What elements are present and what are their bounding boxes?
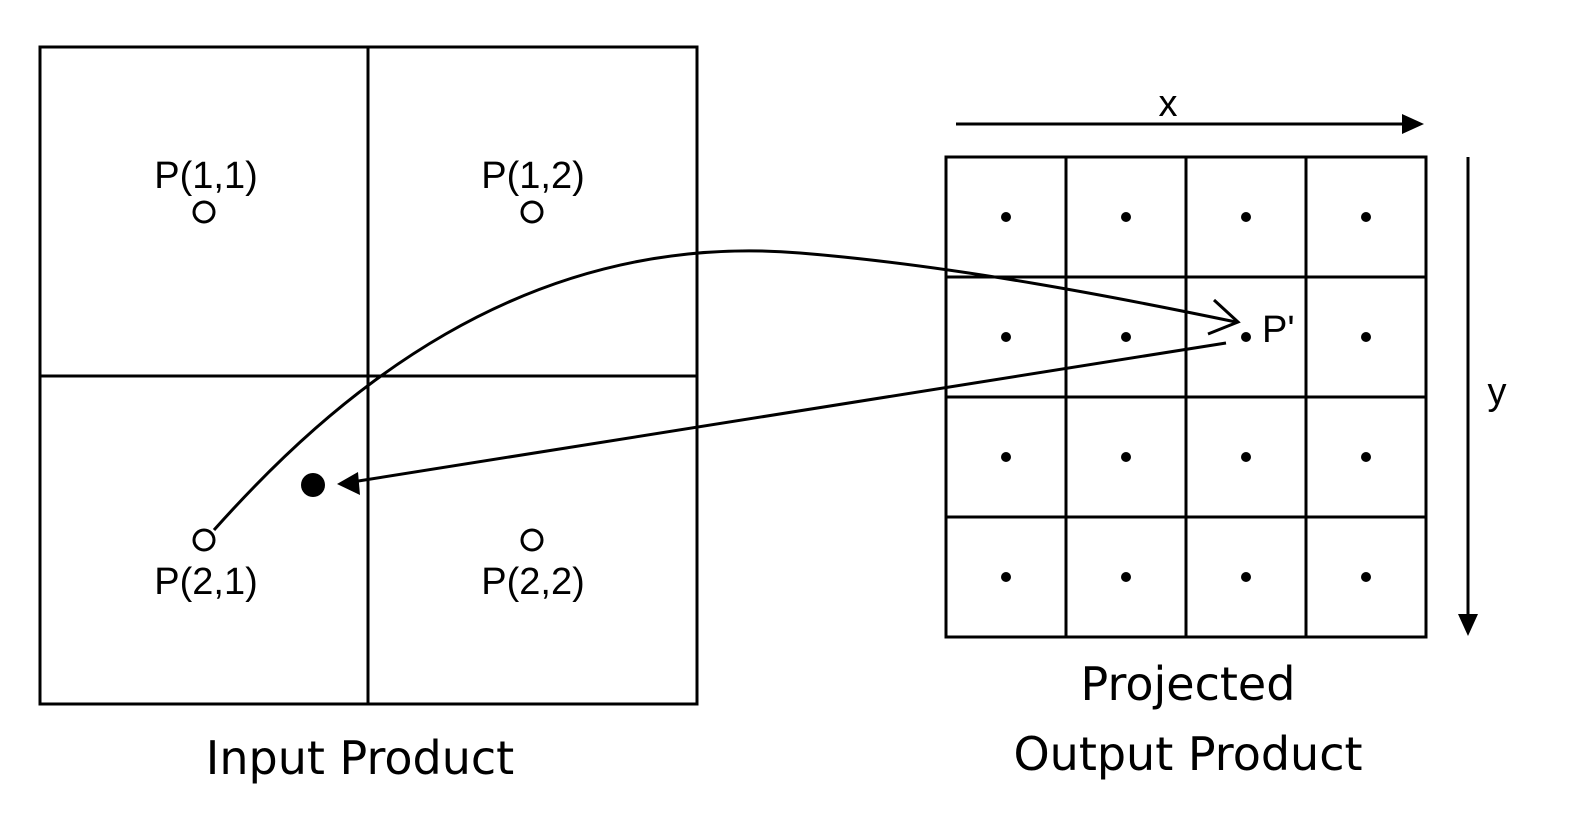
output-pixel-center-dot [1241,332,1251,342]
input-product: P(1,1) P(1,2) P(2,1) P(2,2) Input Produc… [38,45,699,785]
output-pixel-center-dot [1241,452,1251,462]
pixel-label-p11: P(1,1) [154,155,257,197]
output-pixel-center-dot [1241,572,1251,582]
output-pixel-center-dot [1121,572,1131,582]
output-product-caption-line1: Projected [1081,657,1296,711]
pixel-label-p12: P(1,2) [481,155,584,197]
back-projection-line [351,341,1227,484]
y-axis-arrowhead [1458,614,1478,636]
output-pixel-center-dot [1121,452,1131,462]
mapping-arrows [212,249,1241,531]
output-pixel-center-dot [1241,212,1251,222]
pixel-label-p22: P(2,2) [481,561,584,603]
output-product-caption-line2: Output Product [1013,727,1362,781]
pixel-label-p21: P(2,1) [154,561,257,603]
pixel-center-p21 [192,528,216,552]
input-product-caption: Input Product [206,731,514,785]
x-axis-arrowhead [1402,114,1424,134]
output-product: x y P' Projected Output Product [944,83,1507,781]
pixel-center-p11 [192,200,216,224]
output-grid-dots [1001,212,1371,582]
output-pixel-center-dot [1121,212,1131,222]
target-pixel-label: P' [1262,309,1295,351]
output-pixel-center-dot [1361,452,1371,462]
forward-projection-curve [212,249,1237,531]
x-axis-label: x [1159,83,1178,125]
output-pixel-center-dot [1001,212,1011,222]
output-pixel-center-dot [1121,332,1131,342]
output-pixel-center-dot [1001,332,1011,342]
output-pixel-center-dot [1361,332,1371,342]
y-axis-label: y [1488,371,1507,413]
output-pixel-center-dot [1001,572,1011,582]
back-projection-arrowhead [337,472,360,495]
pixel-center-p12 [520,200,544,224]
back-projected-point [301,473,325,497]
output-grid-lines [946,157,1426,637]
output-pixel-center-dot [1361,572,1371,582]
forward-projection-arrowhead [1207,298,1241,336]
output-pixel-center-dot [1361,212,1371,222]
pixel-center-p22 [520,528,544,552]
output-pixel-center-dot [1001,452,1011,462]
